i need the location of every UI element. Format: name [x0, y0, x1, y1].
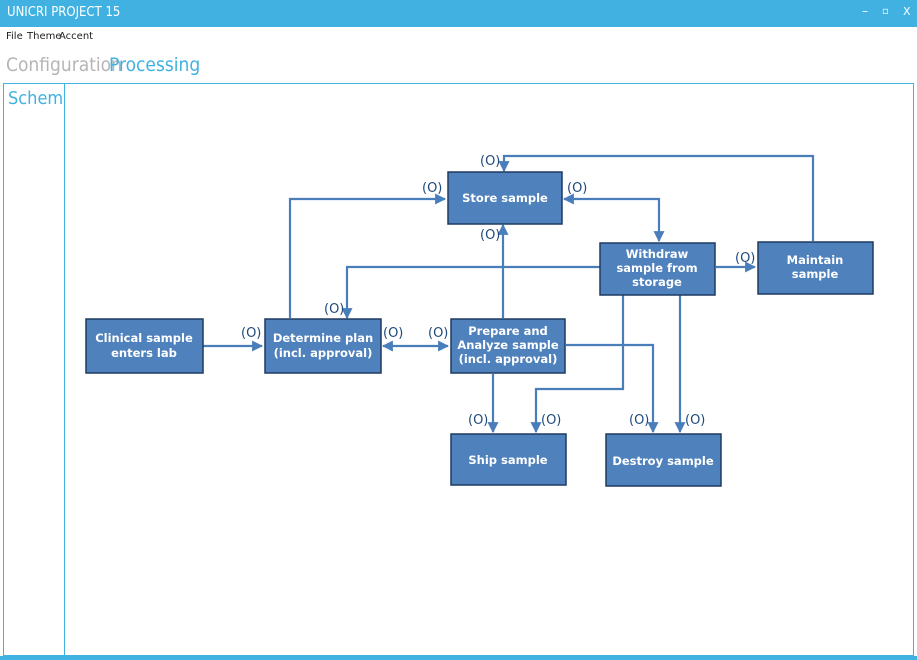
menu-accent[interactable]: Accent — [59, 31, 94, 42]
edge-label: (O) — [324, 302, 344, 317]
edge-labels: (O) (O) (O) (O) (O) (O) (O) (O) (O) (O) … — [241, 154, 755, 428]
edge-label: (O) — [735, 251, 755, 266]
node-label: (incl. approval) — [459, 352, 558, 366]
tab-processing[interactable]: Processing — [109, 54, 201, 76]
node-determine[interactable]: Determine plan (incl. approval) — [264, 318, 382, 374]
node-label: Maintain — [787, 253, 844, 267]
edge-label: (O) — [541, 413, 561, 428]
edge-store-withdraw — [562, 193, 665, 243]
node-label: Analyze sample — [457, 338, 559, 352]
node-label: (incl. approval) — [274, 346, 373, 360]
edge-withdraw-ship — [530, 294, 625, 434]
diagram-edges — [203, 154, 815, 434]
node-label: Determine plan — [273, 331, 373, 345]
node-ship[interactable]: Ship sample — [450, 433, 567, 486]
restore-icon[interactable]: ▫ — [882, 6, 889, 17]
node-label: Prepare and — [468, 324, 548, 338]
edge-maintain-store — [498, 154, 815, 241]
process-diagram: (O) (O) (O) (O) (O) (O) (O) (O) (O) (O) … — [85, 154, 874, 487]
title-bar: UNICRI PROJECT 15 – ▫ X — [0, 0, 917, 27]
bottom-border — [0, 656, 917, 660]
menu-theme[interactable]: Theme — [27, 31, 62, 42]
edge-label: (O) — [480, 154, 500, 169]
node-store[interactable]: Store sample — [447, 171, 563, 225]
sidebar-item-scheme[interactable]: Scheme — [8, 88, 74, 109]
node-withdraw[interactable]: Withdraw sample from storage — [599, 242, 716, 296]
edge-label: (O) — [422, 181, 442, 196]
menu-file[interactable]: File — [6, 31, 23, 42]
node-maintain[interactable]: Maintain sample — [757, 241, 874, 295]
diagram-canvas: (O) (O) (O) (O) (O) (O) (O) (O) (O) (O) … — [64, 83, 914, 656]
node-label: Ship sample — [468, 453, 547, 467]
sidebar: Scheme — [3, 83, 73, 656]
edge-label: (O) — [629, 413, 649, 428]
menu-bar: File Theme Accent — [0, 28, 917, 46]
tab-configuration[interactable]: Configuration — [6, 54, 122, 76]
edge-label: (O) — [468, 413, 488, 428]
close-icon[interactable]: X — [903, 5, 911, 18]
node-label: Clinical sample — [95, 331, 193, 345]
edge-withdraw-determine — [341, 265, 600, 320]
edge-label: (O) — [480, 228, 500, 243]
node-clinical[interactable]: Clinical sample enters lab — [85, 318, 204, 374]
edge-determine-store — [288, 193, 447, 318]
node-prepare[interactable]: Prepare and Analyze sample (incl. approv… — [450, 318, 566, 374]
edge-label: (O) — [567, 181, 587, 196]
node-label: Destroy sample — [612, 454, 714, 468]
edge-label: (O) — [383, 326, 403, 341]
node-label: Store sample — [462, 191, 548, 205]
node-destroy[interactable]: Destroy sample — [605, 433, 722, 487]
edge-label: (O) — [241, 326, 261, 341]
node-label: storage — [632, 275, 682, 289]
node-label: sample from — [616, 261, 697, 275]
node-label: sample — [792, 267, 839, 281]
node-label: Withdraw — [626, 247, 689, 261]
node-label: enters lab — [111, 346, 177, 360]
edge-label: (O) — [428, 326, 448, 341]
edge-label: (O) — [685, 413, 705, 428]
minimize-icon[interactable]: – — [862, 4, 868, 18]
window-title: UNICRI PROJECT 15 — [7, 5, 121, 20]
edge-prepare-destroy — [566, 343, 659, 434]
